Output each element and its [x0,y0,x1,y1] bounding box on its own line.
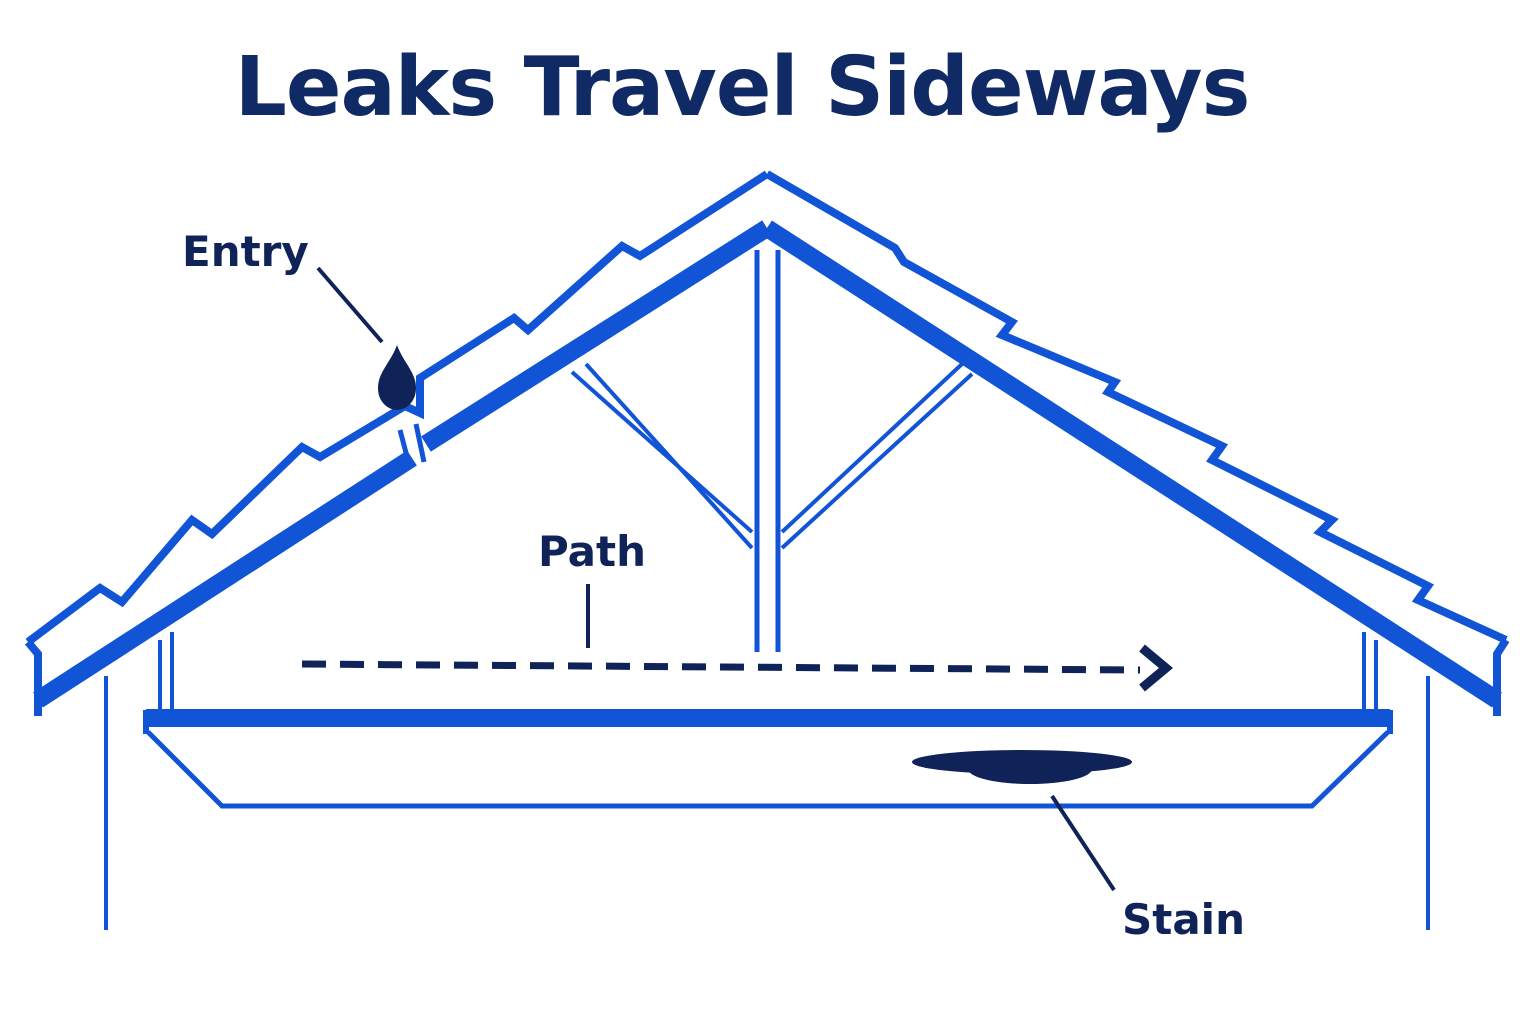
exterior-walls [104,676,1430,930]
truss-web-braces [570,362,974,550]
entry-leader-line [316,266,384,344]
entry-label: Entry [182,227,309,276]
roof-gap [397,423,427,469]
roof-fascia [24,637,1510,716]
eave-studs [158,632,1378,712]
ceiling [143,709,1393,809]
roof-deck [33,220,1502,708]
water-drop-icon [378,345,416,410]
arrowhead-icon [1139,644,1174,692]
stain-label: Stain [1122,895,1245,944]
stain-leader-line [1050,794,1116,892]
ceiling-stain [912,750,1132,784]
water-path-arrow [301,660,1141,674]
diagram-title: Leaks Travel Sideways [234,40,1251,135]
king-post [754,250,781,652]
path-label: Path [538,527,646,576]
